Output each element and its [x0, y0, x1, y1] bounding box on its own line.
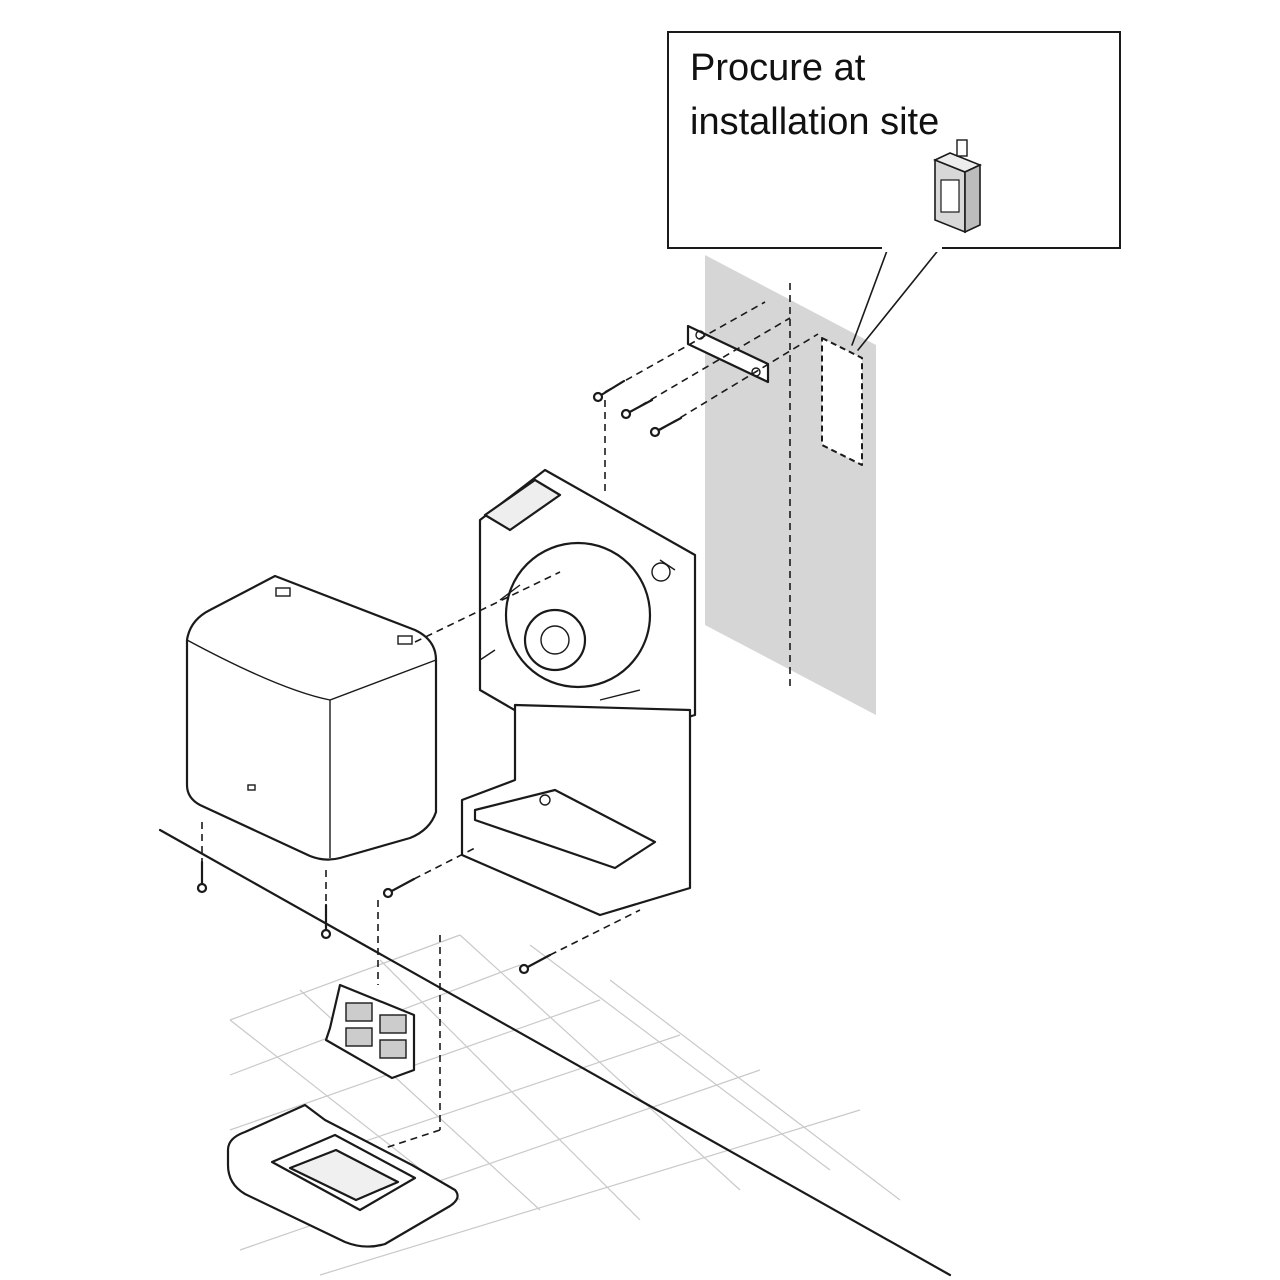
mounting-bracket	[604, 301, 819, 431]
cover-screws	[196, 822, 332, 940]
wall-screws	[592, 379, 683, 438]
drain-tank	[226, 1103, 459, 1248]
callout-box: Procure at installation site	[667, 31, 1121, 351]
wall-floor-edge	[158, 828, 952, 1277]
drain-filter	[324, 983, 416, 1080]
unit-fixing-screws	[377, 847, 641, 1149]
callout-line-2: installation site	[690, 101, 939, 143]
fan-housing	[504, 541, 652, 689]
electrical-box-icon	[932, 139, 983, 234]
main-unit	[460, 468, 697, 917]
electrical-box-outline	[821, 337, 863, 466]
main-cover	[185, 571, 561, 861]
callout-line-1: Procure at	[690, 47, 866, 89]
